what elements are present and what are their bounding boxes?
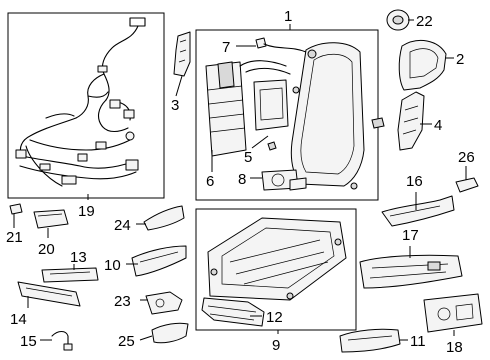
callout-14: 14 [10, 311, 27, 328]
adjuster-knob-part[interactable] [386, 9, 410, 31]
callout-5: 5 [244, 149, 252, 166]
callout-7: 7 [222, 39, 230, 56]
callout-26: 26 [458, 149, 475, 166]
seatback-frame-part[interactable] [290, 42, 365, 190]
callout-17: 17 [402, 227, 419, 244]
seat-bracket-part[interactable] [143, 205, 185, 231]
wire-clip-part[interactable] [255, 37, 307, 53]
connector-part[interactable] [9, 203, 23, 215]
recliner-cover-part[interactable] [131, 245, 187, 277]
control-module-part[interactable] [33, 209, 69, 229]
callout-3: 3 [171, 97, 179, 114]
callout-15: 15 [20, 333, 37, 350]
seat-motor-part[interactable] [145, 291, 183, 315]
callout-21: 21 [6, 229, 23, 246]
callout-20: 20 [38, 241, 55, 258]
outer-side-trim-part[interactable] [381, 195, 455, 227]
callout-11: 11 [410, 333, 426, 350]
callout-6: 6 [206, 173, 214, 190]
side-trim-cover-part[interactable] [397, 91, 425, 151]
callout-1: 1 [284, 8, 292, 25]
callout-25: 25 [118, 333, 135, 350]
lumbar-support-part[interactable] [239, 60, 291, 131]
seatback-panel-part[interactable] [205, 61, 247, 157]
seatback-frame-group-frame [195, 29, 379, 201]
callout-10: 10 [104, 257, 121, 274]
front-trim-part[interactable] [41, 267, 99, 283]
seat-side-shield-part[interactable] [359, 254, 463, 289]
recliner-part[interactable] [261, 169, 307, 191]
callout-12: 12 [266, 309, 283, 326]
callout-24: 24 [114, 217, 131, 234]
leader-lines [13, 19, 467, 341]
cushion-frame-group-frame [195, 208, 357, 331]
wire-harness-part[interactable] [15, 17, 146, 187]
slide-rail-part[interactable] [201, 297, 265, 327]
lever-knob-part[interactable] [455, 177, 479, 193]
hook-clip-part[interactable] [51, 330, 73, 351]
rail-cover-part[interactable] [17, 281, 81, 307]
seatback-side-bracket-part[interactable] [173, 31, 191, 77]
frame-bolt-part[interactable] [371, 117, 385, 129]
seatback-side-cover-part[interactable] [398, 39, 447, 91]
lower-trim-cover-part[interactable] [339, 328, 401, 353]
callout-9: 9 [272, 337, 280, 354]
callout-19: 19 [78, 203, 95, 220]
rail-end-cover-part[interactable] [151, 322, 189, 344]
callout-4: 4 [434, 117, 442, 134]
seat-cushion-frame-part[interactable] [207, 217, 347, 301]
callout-16: 16 [406, 173, 423, 190]
callout-2: 2 [456, 51, 464, 68]
callout-labels: 1 2 3 4 5 6 7 8 9 10 11 12 13 14 15 16 1… [6, 8, 475, 356]
callout-13: 13 [70, 249, 87, 266]
lumbar-bolt-part[interactable] [267, 141, 277, 151]
callout-22: 22 [416, 13, 433, 30]
wire-harness-group-frame [7, 12, 165, 199]
power-seat-switch-part[interactable] [423, 293, 483, 333]
callout-23: 23 [114, 293, 131, 310]
callout-8: 8 [238, 171, 246, 188]
callout-18: 18 [446, 339, 463, 356]
